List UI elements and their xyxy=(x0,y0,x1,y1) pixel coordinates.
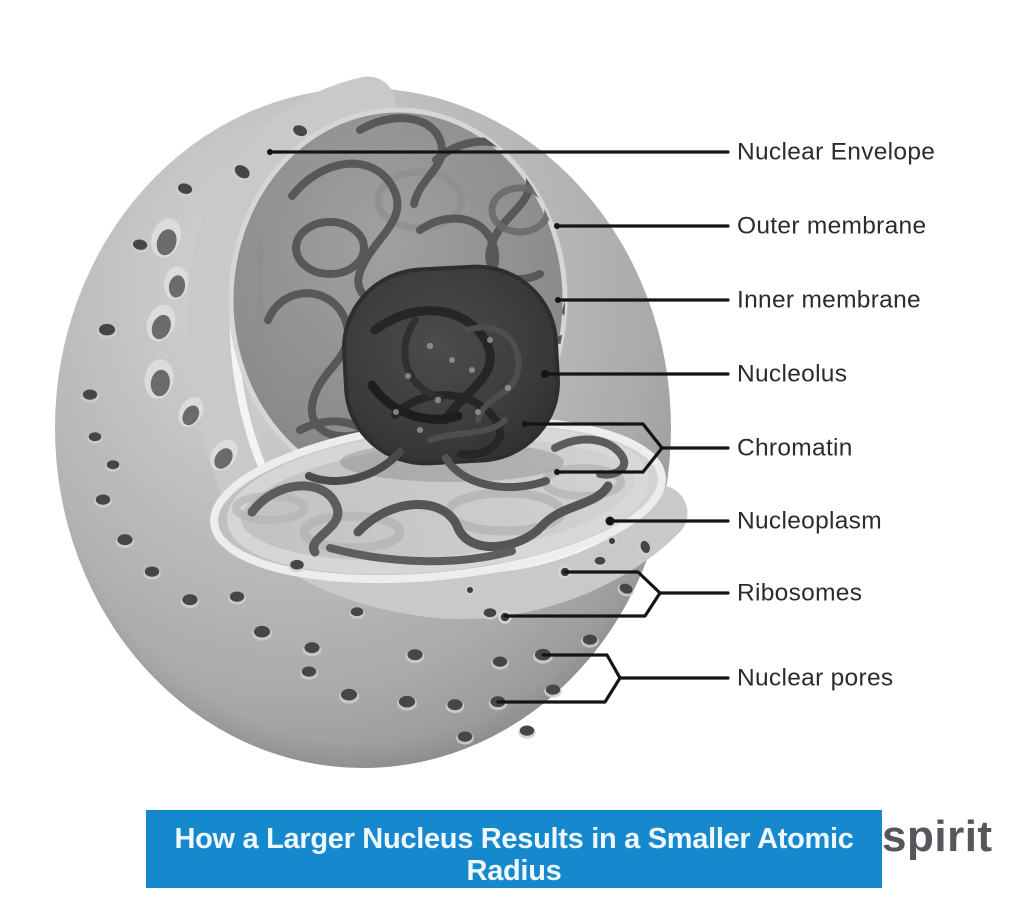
banner-title-text: How a Larger Nucleus Results in a Smalle… xyxy=(174,823,854,887)
leader-nuclear-pores xyxy=(496,653,730,704)
labels: Nuclear Envelope Outer membrane Inner me… xyxy=(737,139,935,692)
leader-tips xyxy=(267,149,615,526)
label-inner-membrane: Inner membrane xyxy=(737,287,921,314)
front-chromatin-strands xyxy=(305,448,613,566)
label-nuclear-envelope: Nuclear Envelope xyxy=(737,139,935,166)
nucleolus-granules xyxy=(393,337,512,433)
nucleolus-tangle xyxy=(367,306,522,459)
label-outer-membrane: Outer membrane xyxy=(737,213,926,240)
label-chromatin: Chromatin xyxy=(737,435,853,462)
label-nucleoplasm: Nucleoplasm xyxy=(737,508,882,535)
label-nucleolus: Nucleolus xyxy=(737,361,847,388)
leader-ribosomes xyxy=(503,570,730,618)
label-ribosomes: Ribosomes xyxy=(737,580,862,607)
title-banner: How a Larger Nucleus Results in a Smalle… xyxy=(146,810,882,888)
nucleolus-body xyxy=(342,264,560,466)
leader-lines xyxy=(268,150,730,704)
label-nuclear-pores: Nuclear pores xyxy=(737,665,893,692)
brand-watermark: spirit xyxy=(882,812,993,861)
leader-chromatin xyxy=(523,422,730,474)
